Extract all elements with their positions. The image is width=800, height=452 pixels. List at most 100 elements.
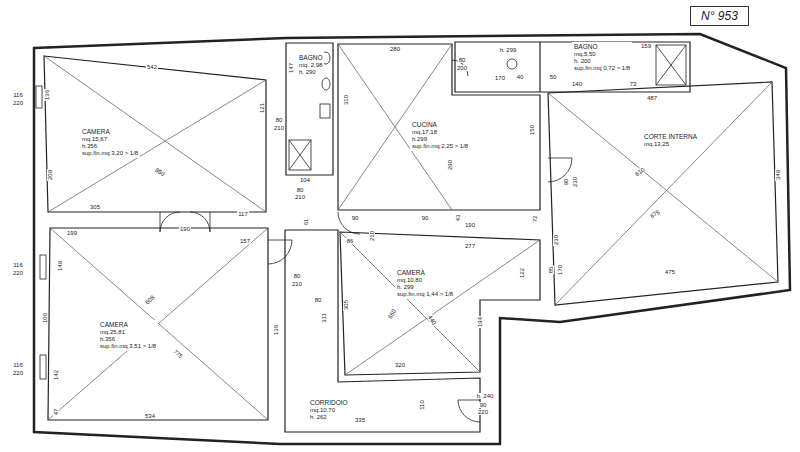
room-data: sup.fin.mq 3,51 > 1/8 <box>100 343 156 350</box>
dimension-label: 142 <box>53 369 59 381</box>
dimension-label: 305 <box>89 204 101 210</box>
room-data: mq.13,25 <box>644 141 697 148</box>
dimension-label: 80 <box>275 117 284 123</box>
dimension-label: 73 <box>629 81 638 87</box>
room-outline <box>285 230 480 432</box>
dimension-label: 147 <box>288 62 294 74</box>
room-label: CORRIDOIOmq.10,70h. 262 <box>308 398 350 422</box>
dimension-label: 440 <box>426 313 437 326</box>
room-data: mq.25,81 <box>100 329 156 336</box>
room-outline <box>286 43 333 175</box>
room-data: h. 299 <box>397 284 453 291</box>
room-label: CUCINAmq.17,18h.299sup.fin.mq 2,25 > 1/8 <box>410 120 470 151</box>
dimension-label: 80 <box>458 57 467 63</box>
dimension-label: 43 <box>455 214 461 223</box>
dimension-label: 850 <box>153 166 166 178</box>
dimension-label: 650 <box>386 307 397 320</box>
room-name: CAMERA <box>397 269 453 277</box>
room-label: CAMERAmq.15,67h.356sup.fin.mq 3,20 > 1/8 <box>80 127 140 158</box>
room-label: BAGNOmq. 2,98h. 290 <box>297 53 324 77</box>
dimension-label: 610 <box>633 166 646 178</box>
dimension-label: 90 <box>563 178 569 187</box>
dimension-label: 311 <box>321 312 327 324</box>
dimension-label: 122 <box>519 267 525 279</box>
dimension-label: 90 <box>351 215 360 221</box>
dimension-label: 608 <box>144 294 157 306</box>
dimension-label: 190 <box>464 222 476 228</box>
dimension-label: 199 <box>66 230 78 236</box>
dimension-label: 80 <box>314 297 323 303</box>
dimension-label: 349 <box>775 169 781 181</box>
room-data: mq.10,80 <box>397 277 453 284</box>
dimension-label: h. 299 <box>499 47 518 53</box>
dimension-label: 116 <box>12 262 24 268</box>
dimension-label: 100 <box>42 312 48 324</box>
dimension-label: 85 <box>548 266 554 275</box>
room-outline <box>548 82 778 305</box>
dimension-label: 61 <box>303 218 309 227</box>
dimension-label: 310 <box>343 94 349 106</box>
room-data: sup.fin.mq 1,44 > 1/8 <box>397 291 453 298</box>
sheet-number-box: N° 953 <box>690 6 749 26</box>
room-outline <box>48 228 268 420</box>
room-data: h.356 <box>82 143 138 150</box>
dimension-label: 534 <box>144 413 156 419</box>
room-data: h. 262 <box>310 414 348 421</box>
dimension-label: 50 <box>549 74 558 80</box>
door-swing <box>160 60 572 422</box>
dimension-label: 80 <box>293 273 302 279</box>
dimension-label: 136 <box>44 89 50 101</box>
room-outline <box>338 44 540 210</box>
room-data: h.299 <box>412 136 468 143</box>
dimension-label: 86 <box>346 238 355 244</box>
dimension-label: 335 <box>354 417 366 423</box>
room-name: BAGNO <box>299 54 322 62</box>
partition-wall <box>539 42 540 92</box>
room-outline <box>340 232 540 375</box>
room-data: h. 290 <box>299 69 322 76</box>
dimension-label: 72 <box>532 215 538 224</box>
room-data: mq.15,67 <box>82 136 138 143</box>
dimension-label: 230 <box>572 176 578 188</box>
dimension-label: 305 <box>343 299 349 311</box>
room-name: CAMERA <box>82 128 138 136</box>
dimension-label: 210 <box>273 125 285 131</box>
dimension-label: 170 <box>557 264 563 276</box>
room-data: sup.fin.mq 3,20 > 1/8 <box>82 150 138 157</box>
room-data: mq.10,70 <box>310 407 348 414</box>
dimension-label: 487 <box>646 95 658 101</box>
room-outline <box>44 56 266 212</box>
room-data: mq. 2,98 <box>299 62 322 69</box>
dimension-label: h. 240 <box>476 393 495 399</box>
dimension-label: 230 <box>553 234 559 246</box>
dimension-label: 210 <box>294 194 306 200</box>
dimension-label: 104 <box>299 177 311 183</box>
room-label: CORTE INTERNAmq.13,25 <box>642 132 699 149</box>
room-name: CORTE INTERNA <box>644 133 697 141</box>
dimension-label: 220 <box>12 370 24 376</box>
room-outline <box>455 42 690 92</box>
dimension-label: 170 <box>494 75 506 81</box>
room-label: CAMERAmq.10,80h. 299sup.fin.mq 1,44 > 1/… <box>395 268 455 299</box>
dimension-label: 775 <box>172 348 185 360</box>
room-name: CAMERA <box>100 321 156 329</box>
room-data: sup.fin.mq 2,25 > 1/8 <box>412 143 468 150</box>
dimension-label: 209 <box>47 169 53 181</box>
room-name: N° 953 <box>701 9 738 23</box>
dimension-label: 159 <box>640 43 652 49</box>
room-data: sup.fin.mq 0,72 > 1/8 <box>574 65 630 72</box>
dimension-label: 40 <box>516 74 525 80</box>
room-data: mq.17,18 <box>412 129 468 136</box>
dimension-label: 90 <box>421 215 430 221</box>
room-data: mq.5,50 <box>574 51 630 58</box>
dimension-label: 475 <box>664 269 676 275</box>
outer-wall <box>34 34 790 444</box>
dimension-label: 220 <box>477 409 489 415</box>
room-data: h.356 <box>100 336 156 343</box>
dimension-label: 149 <box>57 260 63 272</box>
dimension-label: 150 <box>529 124 535 136</box>
dimension-label: 675 <box>648 208 661 219</box>
